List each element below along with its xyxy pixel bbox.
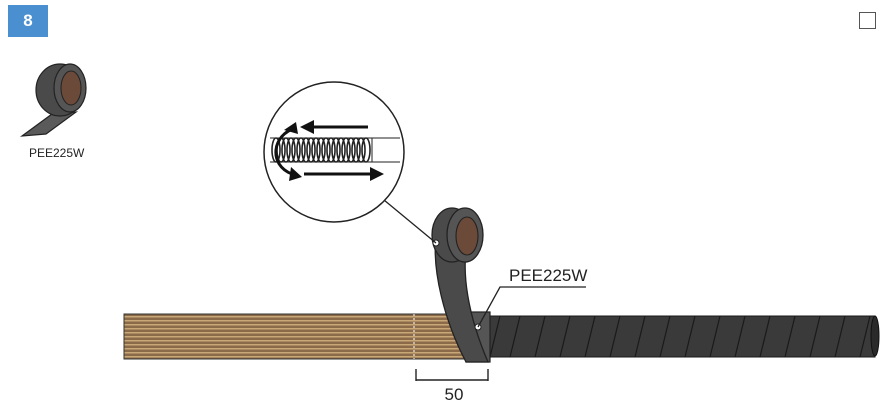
tape-roll-applied [431,207,484,263]
dimension-bracket [415,369,489,381]
dimension-label: 50 [445,385,464,404]
tape-icon-label: PEE225W [29,146,85,160]
step-number-badge: 8 [8,5,48,37]
tape-roll-icon [19,63,87,137]
step-complete-checkbox[interactable] [859,12,876,29]
magnifier-leader-line [383,199,437,244]
magnifier-detail [263,81,405,223]
wire-bundle-taped [487,315,880,358]
callout-leader-line [477,286,586,328]
callout-label: PEE225W [509,266,587,285]
wire-bundle-unwrapped [123,313,469,360]
